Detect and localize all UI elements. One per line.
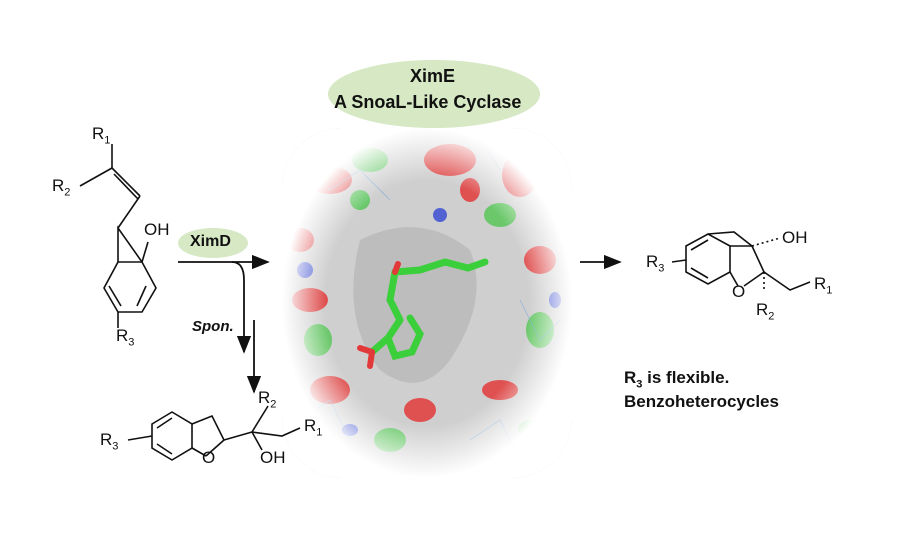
starting-material-structure <box>79 144 157 328</box>
xime-name: XimE <box>410 66 456 86</box>
xime-description: A SnoaL-Like Cyclase <box>334 92 522 112</box>
chroman-r1-label: R1 <box>814 274 833 297</box>
start-r1-label: R1 <box>92 124 111 147</box>
start-oh-label: OH <box>144 220 170 239</box>
benzofuran-r3-label: R3 <box>100 430 119 453</box>
benzofuran-product-structure <box>127 405 301 461</box>
benzofuran-oh-label: OH <box>260 448 286 467</box>
chroman-r3-label: R3 <box>646 252 665 275</box>
chroman-oh-label: OH <box>782 228 808 247</box>
protein-surface-image <box>282 128 572 478</box>
note-benzoheterocycles: Benzoheterocycles <box>624 392 779 411</box>
ximd-name: XimD <box>190 233 231 250</box>
start-r3-label: R3 <box>116 326 135 349</box>
chroman-product-structure <box>671 231 811 291</box>
xime-highlight-ellipse <box>328 60 540 128</box>
benzofuran-o-label: O <box>202 448 216 467</box>
benzofuran-r1-label: R1 <box>304 416 323 439</box>
chroman-o-label: O <box>732 282 746 301</box>
ximd-highlight-ellipse <box>178 228 248 258</box>
benzofuran-r2-label: R2 <box>258 388 277 411</box>
chroman-r2-label: R2 <box>756 300 775 323</box>
spontaneous-label: Spon. <box>192 318 234 335</box>
note-r3-flexible: R3 is flexible. <box>624 368 730 391</box>
reaction-arrows <box>178 254 622 394</box>
start-r2-label: R2 <box>52 176 71 199</box>
